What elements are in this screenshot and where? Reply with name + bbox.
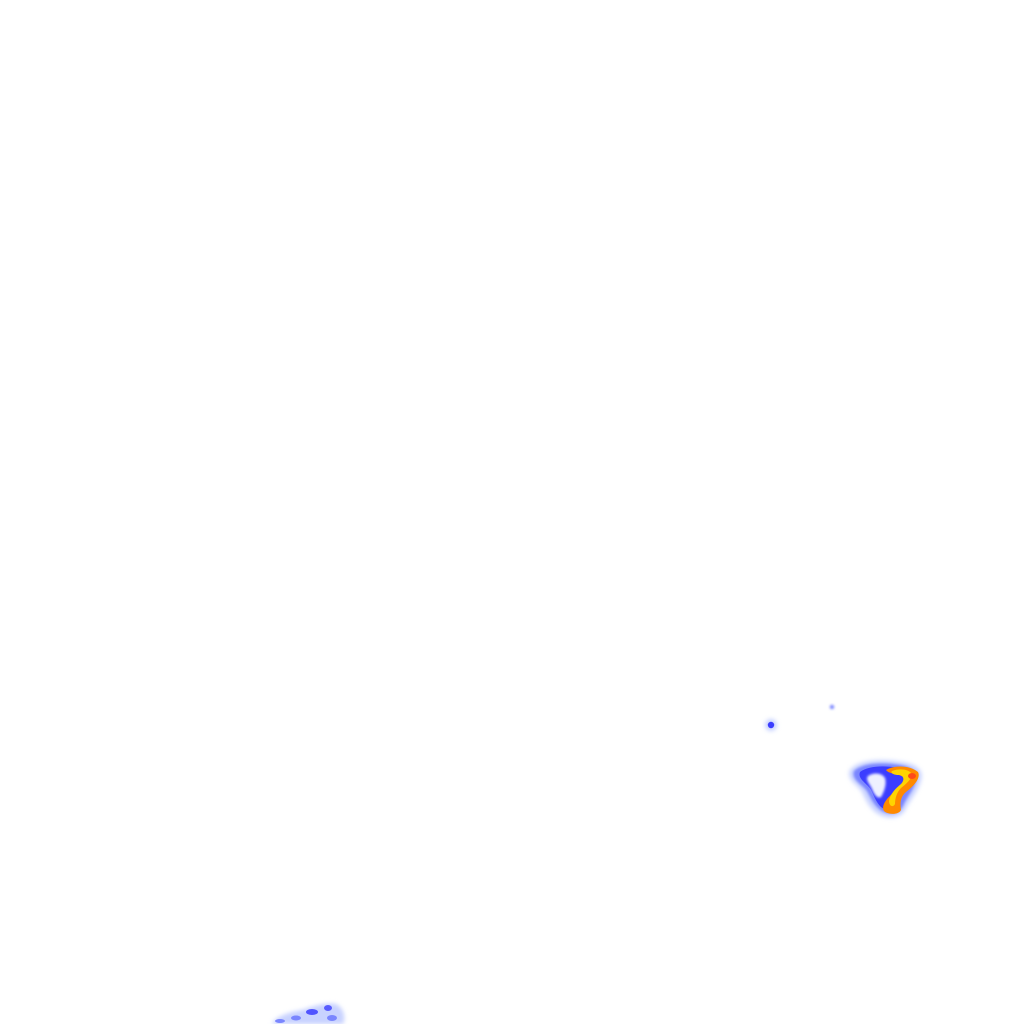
storm-cell-hot-spot: [908, 773, 916, 779]
echo-bottom-blob-5: [275, 1019, 285, 1023]
storm-cell-very-heavy-core: [889, 769, 912, 807]
echo-dot-core: [767, 721, 775, 729]
echo-tiny-speck: [829, 704, 835, 710]
echo-bottom-blob-4: [327, 1015, 337, 1021]
echo-bottom-blob-1: [306, 1009, 318, 1015]
echo-speck: [829, 704, 835, 710]
storm-cell-main: [849, 760, 922, 818]
echo-bottom-blob-3: [291, 1015, 301, 1021]
echo-bottom-blob-2: [324, 1005, 332, 1011]
echo-cluster-bottom: [272, 1003, 345, 1024]
storm-cell-gap: [867, 773, 886, 798]
echo-small-dot: [765, 719, 777, 731]
